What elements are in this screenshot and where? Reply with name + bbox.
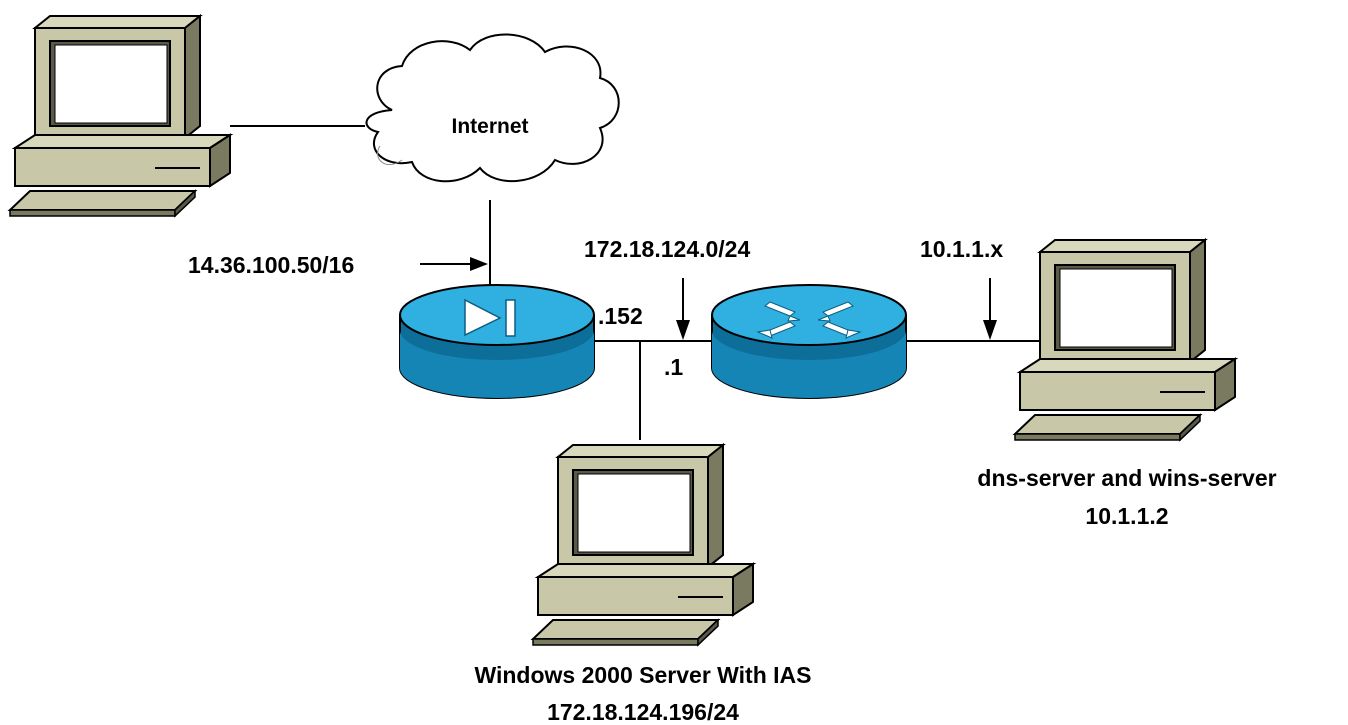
internet-label: Internet bbox=[451, 115, 528, 138]
dns-server-name-label: dns-server and wins-server bbox=[977, 465, 1276, 491]
inside-network-arrow bbox=[676, 278, 690, 340]
outside-ip-arrow bbox=[420, 257, 488, 271]
remote-network-label: 10.1.1.x bbox=[920, 236, 1003, 262]
router-icon bbox=[711, 284, 907, 399]
pix-firewall-icon bbox=[399, 284, 595, 399]
pix-outside-ip-label: 14.36.100.50/16 bbox=[188, 252, 354, 278]
pix-inside-host-label: .152 bbox=[598, 303, 643, 329]
dns-server-ip-label: 10.1.1.2 bbox=[1085, 503, 1168, 529]
cloud-icon bbox=[365, 33, 620, 183]
dns-server-icon bbox=[1014, 239, 1236, 441]
remote-network-arrow bbox=[983, 278, 997, 340]
inside-network-label: 172.18.124.0/24 bbox=[584, 236, 750, 262]
ias-server-icon bbox=[532, 444, 754, 646]
remote-pc-icon bbox=[9, 15, 231, 217]
router-host-label: .1 bbox=[664, 354, 683, 380]
ias-server-ip-label: 172.18.124.196/24 bbox=[547, 699, 739, 725]
ias-server-name-label: Windows 2000 Server With IAS bbox=[474, 662, 811, 688]
